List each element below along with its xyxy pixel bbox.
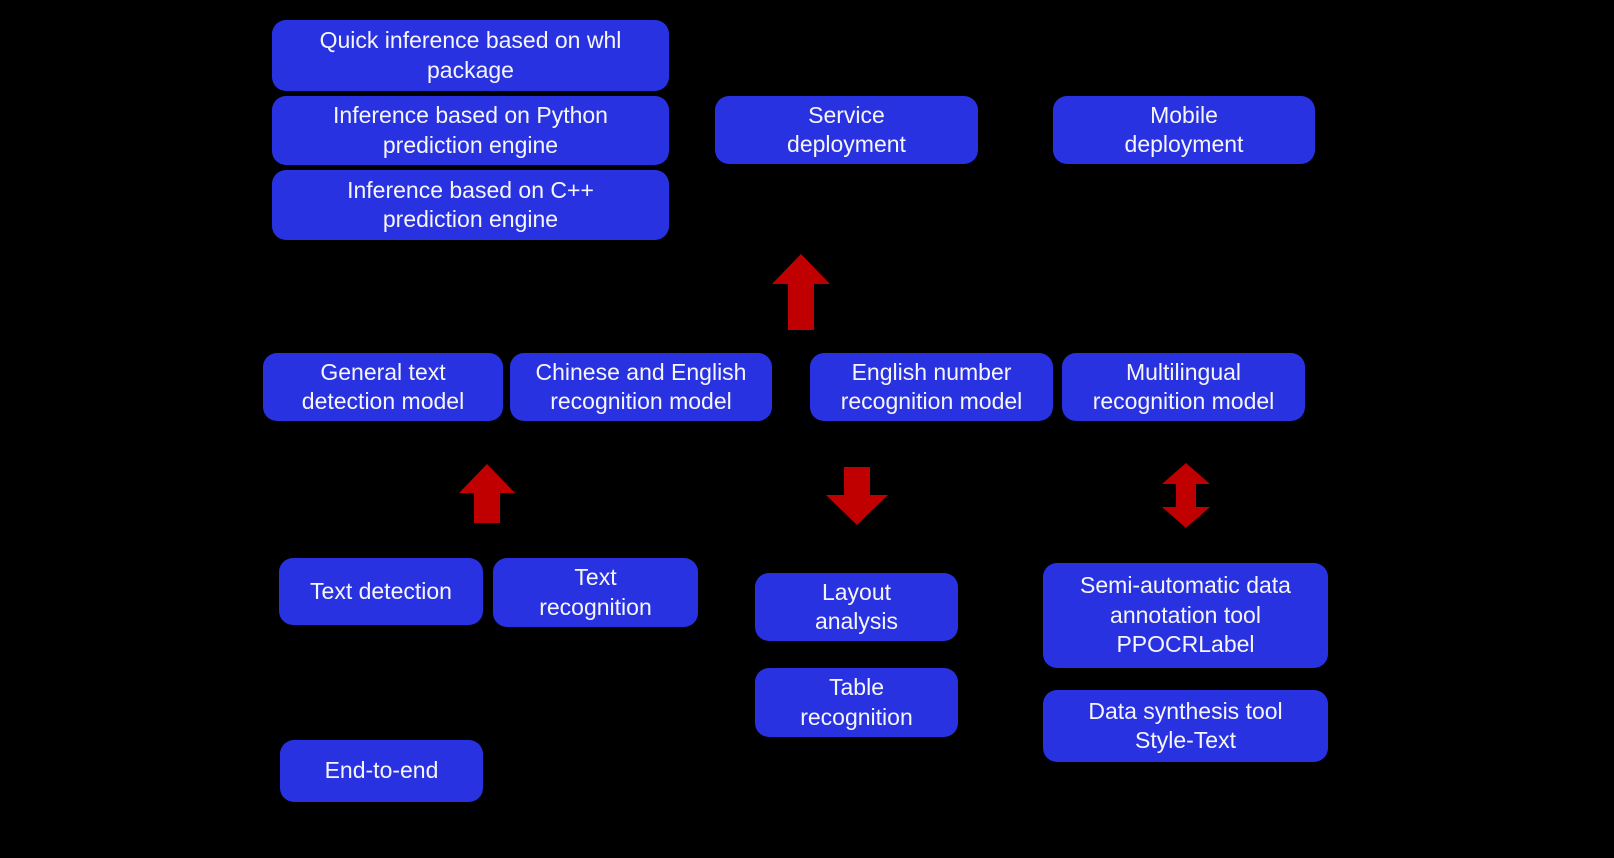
node-inference-cpp-engine: Inference based on C++ prediction engine [272,170,669,240]
arrow-up-deployment-icon [772,254,830,330]
node-chinese-english-recognition-model: Chinese and English recognition model [510,353,772,421]
arrow-updown-tools-icon [1162,463,1210,528]
node-english-number-recognition-model: English number recognition model [810,353,1053,421]
node-quick-inference-whl: Quick inference based on whl package [272,20,669,91]
arrow-down-layout-icon [826,467,888,525]
node-style-text-tool: Data synthesis tool Style-Text [1043,690,1328,762]
node-layout-analysis: Layout analysis [755,573,958,641]
node-inference-python-engine: Inference based on Python prediction eng… [272,96,669,165]
node-multilingual-recognition-model: Multilingual recognition model [1062,353,1305,421]
node-table-recognition: Table recognition [755,668,958,737]
node-ppocrlabel-tool: Semi-automatic data annotation tool PPOC… [1043,563,1328,668]
node-service-deployment: Service deployment [715,96,978,164]
node-general-text-detection-model: General text detection model [263,353,503,421]
node-end-to-end: End-to-end [280,740,483,802]
arrow-up-training-icon [459,464,515,523]
node-mobile-deployment: Mobile deployment [1053,96,1315,164]
node-text-recognition: Text recognition [493,558,698,627]
node-text-detection: Text detection [279,558,483,625]
